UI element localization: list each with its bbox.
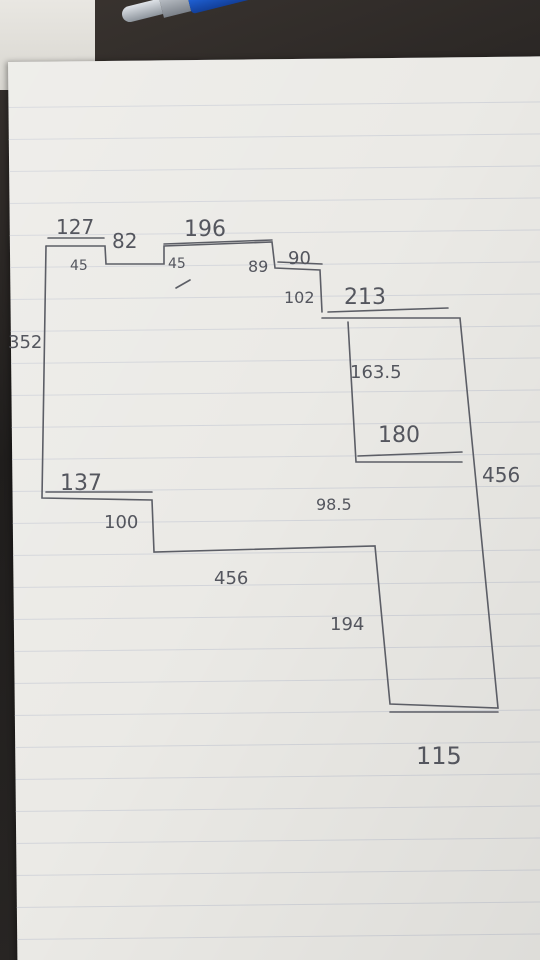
pen-tick-mark [175, 279, 191, 289]
label-89: 89 [248, 257, 268, 276]
outline-inner-step [347, 321, 463, 463]
label-90: 90 [288, 248, 311, 269]
label-137: 137 [60, 471, 102, 496]
label-82: 82 [112, 229, 137, 253]
label-196: 196 [184, 217, 226, 242]
label-45b: 45 [168, 256, 186, 272]
label-194: 194 [330, 614, 364, 635]
label-100: 100 [104, 512, 138, 533]
label-98-5: 98.5 [316, 495, 352, 514]
label-115: 115 [416, 742, 462, 770]
label-456-right: 456 [482, 463, 520, 487]
label-163-5: 163.5 [350, 362, 402, 383]
dim-line-180 [357, 451, 463, 457]
outline-left [41, 245, 499, 709]
label-127: 127 [56, 215, 94, 239]
label-45a: 45 [70, 258, 88, 274]
label-213: 213 [344, 285, 386, 310]
label-456-bottom: 456 [214, 568, 248, 589]
label-352: 352 [8, 332, 42, 353]
outline-top-left [45, 241, 323, 313]
label-102: 102 [284, 288, 315, 307]
dim-line-90 [277, 261, 323, 265]
dim-line-213 [327, 307, 449, 313]
dim-line-196 [163, 239, 273, 245]
label-180: 180 [378, 423, 420, 448]
